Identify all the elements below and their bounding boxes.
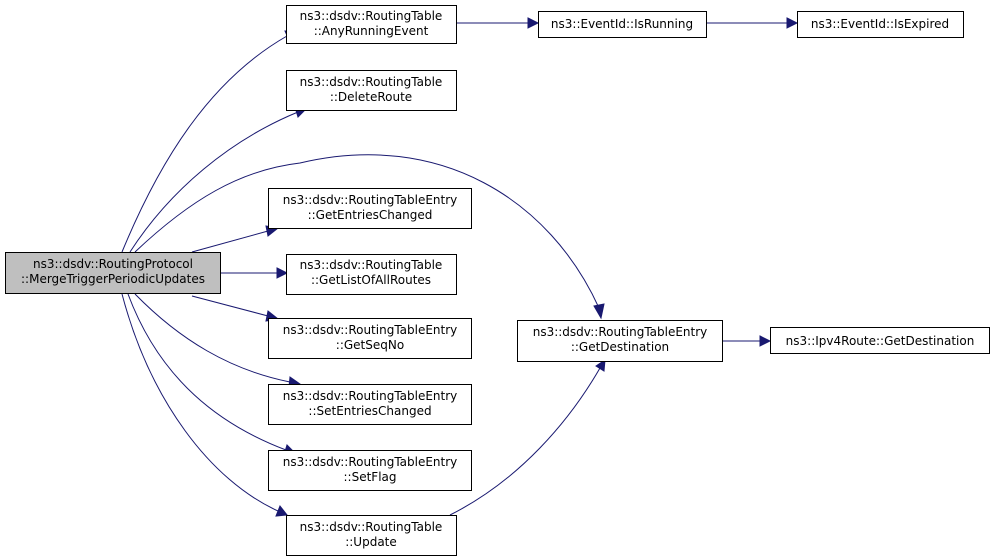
edge-update-getdestination [449,359,606,516]
node-label-line1: ns3::EventId::IsRunning [551,17,693,31]
edge-root-getdestination [134,154,605,320]
node-label-line2: ::Update [345,535,397,549]
node-merge-trigger-periodic-updates[interactable]: ns3::dsdv::RoutingProtocol ::MergeTrigge… [5,252,221,294]
node-delete-route[interactable]: ns3::dsdv::RoutingTable ::DeleteRoute [286,70,457,111]
node-label-line2: ::GetListOfAllRoutes [311,273,431,287]
node-label-line1: ns3::dsdv::RoutingTableEntry [283,455,458,469]
node-label-line2: ::GetEntriesChanged [308,208,433,222]
edge-root-getlistofallroutes [221,267,289,279]
node-label-line2: ::SetEntriesChanged [308,404,431,418]
node-event-is-expired[interactable]: ns3::EventId::IsExpired [797,11,964,38]
node-label-line2: ::GetSeqNo [336,338,404,352]
edge-anyrunning-isrunning [456,17,540,29]
node-label-line1: ns3::EventId::IsExpired [811,17,949,31]
edge-isrunning-isexpired [706,17,799,29]
node-label-line1: ns3::dsdv::RoutingTableEntry [533,325,708,339]
node-label-line1: ns3::dsdv::RoutingTable [300,75,443,89]
node-label-line1: ns3::dsdv::RoutingProtocol [33,257,193,271]
node-get-seq-no[interactable]: ns3::dsdv::RoutingTableEntry ::GetSeqNo [268,318,472,359]
node-ipv4-route-get-destination[interactable]: ns3::Ipv4Route::GetDestination [770,327,990,354]
node-event-is-running[interactable]: ns3::EventId::IsRunning [538,11,707,38]
node-label-line1: ns3::dsdv::RoutingTable [300,258,443,272]
node-label-line2: ::AnyRunningEvent [314,24,429,38]
edge-root-getentrieschanged [191,225,280,253]
node-update[interactable]: ns3::dsdv::RoutingTable ::Update [286,515,457,556]
node-label-line1: ns3::dsdv::RoutingTableEntry [283,389,458,403]
edge-root-update [121,293,288,517]
node-label-line1: ns3::Ipv4Route::GetDestination [786,334,975,348]
edge-getdestination-ipv4destination [722,335,772,347]
node-set-entries-changed[interactable]: ns3::dsdv::RoutingTableEntry ::SetEntrie… [268,384,472,425]
node-any-running-event[interactable]: ns3::dsdv::RoutingTable ::AnyRunningEven… [286,5,457,44]
node-label-line1: ns3::dsdv::RoutingTable [300,9,443,23]
node-label-line1: ns3::dsdv::RoutingTableEntry [283,193,458,207]
node-get-list-of-all-routes[interactable]: ns3::dsdv::RoutingTable ::GetListOfAllRo… [286,254,457,295]
node-label-line2: ::MergeTriggerPeriodicUpdates [21,272,205,286]
node-label-line2: ::SetFlag [344,470,397,484]
node-label-line1: ns3::dsdv::RoutingTable [300,520,443,534]
node-label-line2: ::GetDestination [571,340,669,354]
edge-root-getseqno [191,295,280,322]
node-get-entries-changed[interactable]: ns3::dsdv::RoutingTableEntry ::GetEntrie… [268,188,472,229]
node-label-line1: ns3::dsdv::RoutingTableEntry [283,323,458,337]
node-label-line2: ::DeleteRoute [330,90,412,104]
node-get-destination[interactable]: ns3::dsdv::RoutingTableEntry ::GetDestin… [517,320,723,362]
node-set-flag[interactable]: ns3::dsdv::RoutingTableEntry ::SetFlag [268,450,472,491]
